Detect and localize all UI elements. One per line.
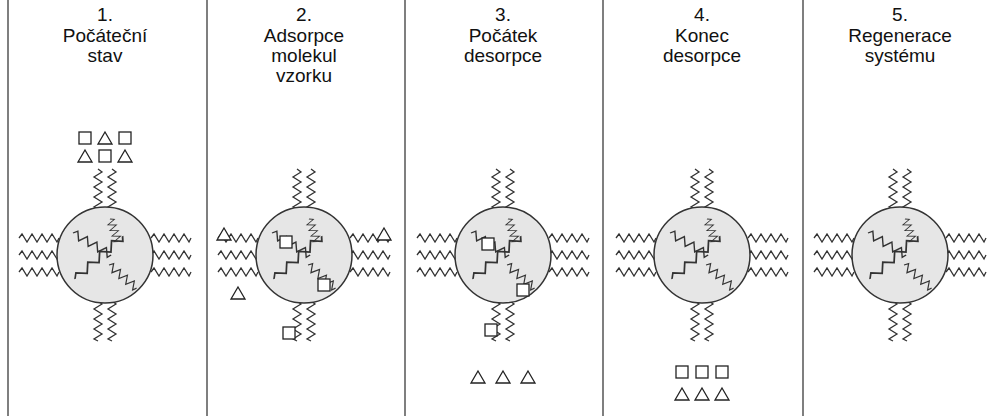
step-number: 5.	[870, 5, 930, 25]
step-number: 1.	[75, 5, 135, 25]
step-number: 2.	[274, 5, 334, 25]
panel-3-graphic	[417, 169, 589, 383]
panel-2-graphic	[217, 169, 391, 341]
step-title: Počátek desorpce	[442, 26, 564, 66]
step-title: Regenerace systému	[839, 26, 961, 66]
step-number: 3.	[473, 5, 533, 25]
step-number: 4.	[672, 5, 732, 25]
panel-1-graphic	[19, 132, 191, 341]
panel-5-graphic	[814, 169, 986, 341]
step-title: Počáteční stav	[44, 26, 166, 66]
panel-4-graphic	[616, 169, 788, 400]
step-title: Konec desorpce	[641, 26, 763, 66]
step-title: Adsorpce molekul vzorku	[243, 26, 365, 86]
panel-dividers	[8, 0, 803, 416]
